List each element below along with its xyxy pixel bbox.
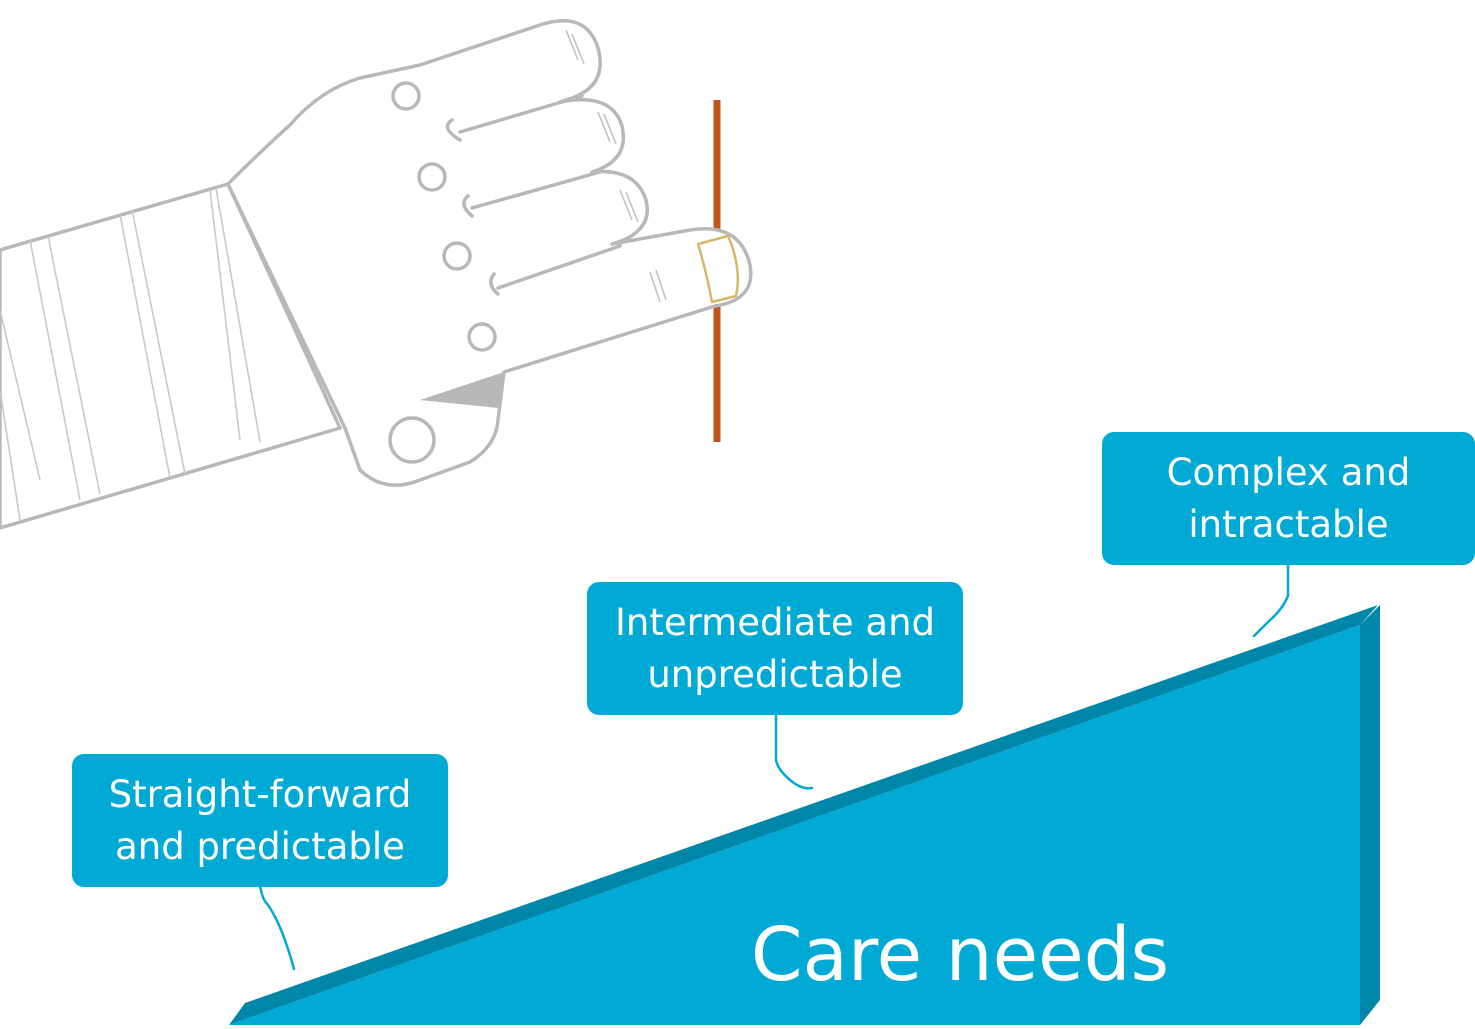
knuckle-3 <box>442 241 472 271</box>
forearm-bandage <box>0 182 342 530</box>
label-complex-line1: Complex and <box>1166 450 1411 494</box>
hand-back <box>226 19 753 487</box>
ramp-side <box>1360 605 1380 1025</box>
label-straightforward: Straight-forward and predictable <box>72 754 448 887</box>
knuckle-4 <box>467 322 497 352</box>
hand-icon <box>0 19 753 530</box>
fingernail <box>696 234 739 304</box>
label-straightforward-line2: and predictable <box>115 824 405 868</box>
label-complex: Complex and intractable <box>1102 432 1475 565</box>
finger-curl-1 <box>445 118 462 142</box>
ramp-top-edge <box>229 605 1378 1025</box>
label-intermediate: Intermediate and unpredictable <box>587 582 963 715</box>
ramp-shape <box>229 605 1380 1025</box>
knuckle-1 <box>391 81 421 111</box>
finger-curl-2 <box>462 194 474 218</box>
thumb-knuckle <box>388 416 436 464</box>
finger-line-2 <box>470 170 602 210</box>
label-intermediate-line2: unpredictable <box>647 652 903 696</box>
finger-line-3 <box>496 244 622 290</box>
label-straightforward-line1: Straight-forward <box>108 772 412 816</box>
connector-high <box>1252 563 1290 638</box>
label-complex-line2: intractable <box>1188 502 1389 546</box>
care-needs-title: Care needs <box>750 912 1170 998</box>
finger-curl-3 <box>489 272 500 296</box>
ramp-face <box>229 625 1360 1025</box>
bandage-wraps <box>0 187 261 521</box>
label-intermediate-line1: Intermediate and <box>614 600 936 644</box>
connector-mid <box>774 713 814 790</box>
knuckle-2 <box>417 162 447 192</box>
thumb-shadow <box>420 372 504 408</box>
finger-line-1 <box>458 94 584 134</box>
finger-texture <box>565 29 667 303</box>
